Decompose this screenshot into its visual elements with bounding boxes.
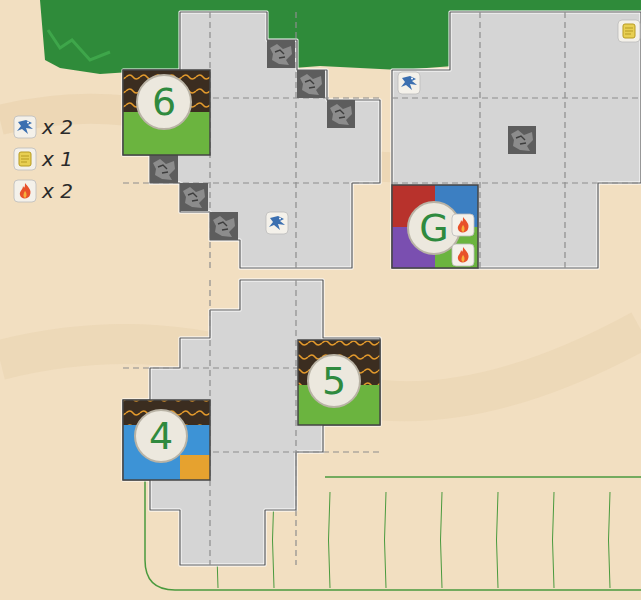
- legend-count: x 2: [42, 180, 73, 202]
- legend-count: x 2: [42, 116, 73, 138]
- tile-number: 5: [314, 361, 354, 401]
- legend-icon: [14, 148, 36, 170]
- legend-icon: [14, 116, 36, 138]
- tile-number: 4: [141, 416, 181, 456]
- tile-number: G: [414, 208, 454, 248]
- legend-icon: [14, 180, 36, 202]
- tile-number: 6: [144, 82, 184, 122]
- legend-count: x 1: [42, 148, 73, 170]
